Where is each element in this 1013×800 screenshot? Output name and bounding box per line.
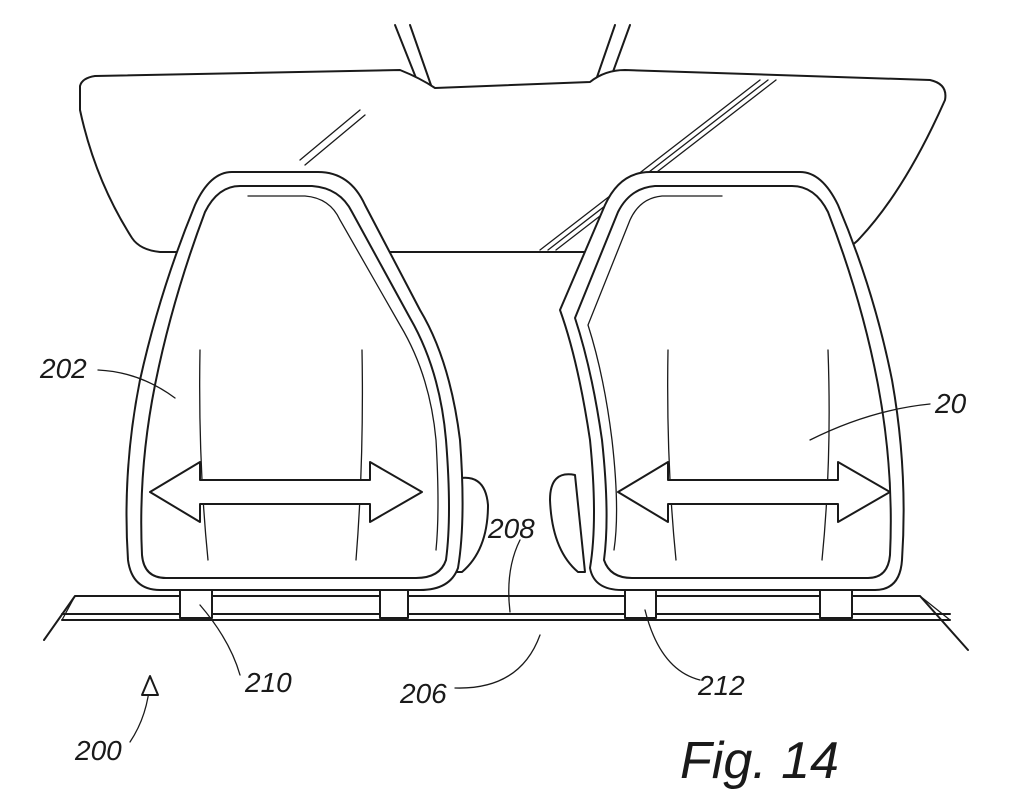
label-right-mount: 212 <box>697 670 745 701</box>
left-seat <box>125 171 464 591</box>
right-seat <box>559 171 905 591</box>
label-left-mount: 210 <box>244 667 292 698</box>
label-rail: 208 <box>487 513 535 544</box>
label-right-seat: 20 <box>934 388 967 419</box>
label-left-seat: 202 <box>39 353 87 384</box>
label-floor: 206 <box>399 678 447 709</box>
leader-lines <box>97 369 931 743</box>
figure-caption: Fig. 14 <box>680 732 839 790</box>
label-assembly: 200 <box>74 735 122 766</box>
